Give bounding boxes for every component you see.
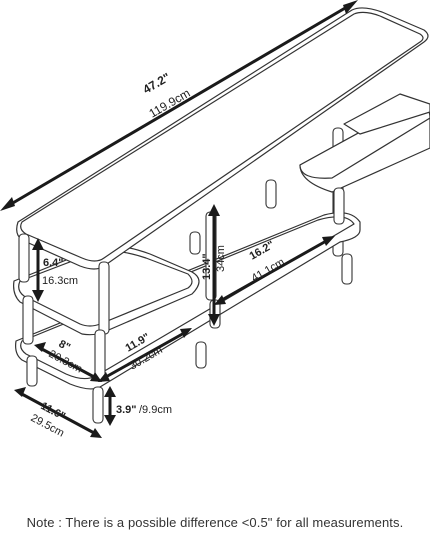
- back-posts: [189, 179, 353, 369]
- measurement-note: Note : There is a possible difference <0…: [26, 515, 404, 530]
- dimension-arrows: [0, 0, 358, 438]
- inner-depth-in-label: 8": [57, 338, 73, 354]
- width-in-label: 47.2": [141, 70, 173, 97]
- center-height-cm-label: 34cm: [215, 245, 227, 272]
- clearance-in-label: 3.9": [116, 404, 137, 416]
- side-height-cm-label: 16.3cm: [42, 275, 78, 287]
- clearance-cm-label: /9.9cm: [139, 404, 172, 416]
- side-height-in-label: 6.4": [43, 257, 64, 269]
- center-height-in-label: 13.4": [201, 253, 213, 280]
